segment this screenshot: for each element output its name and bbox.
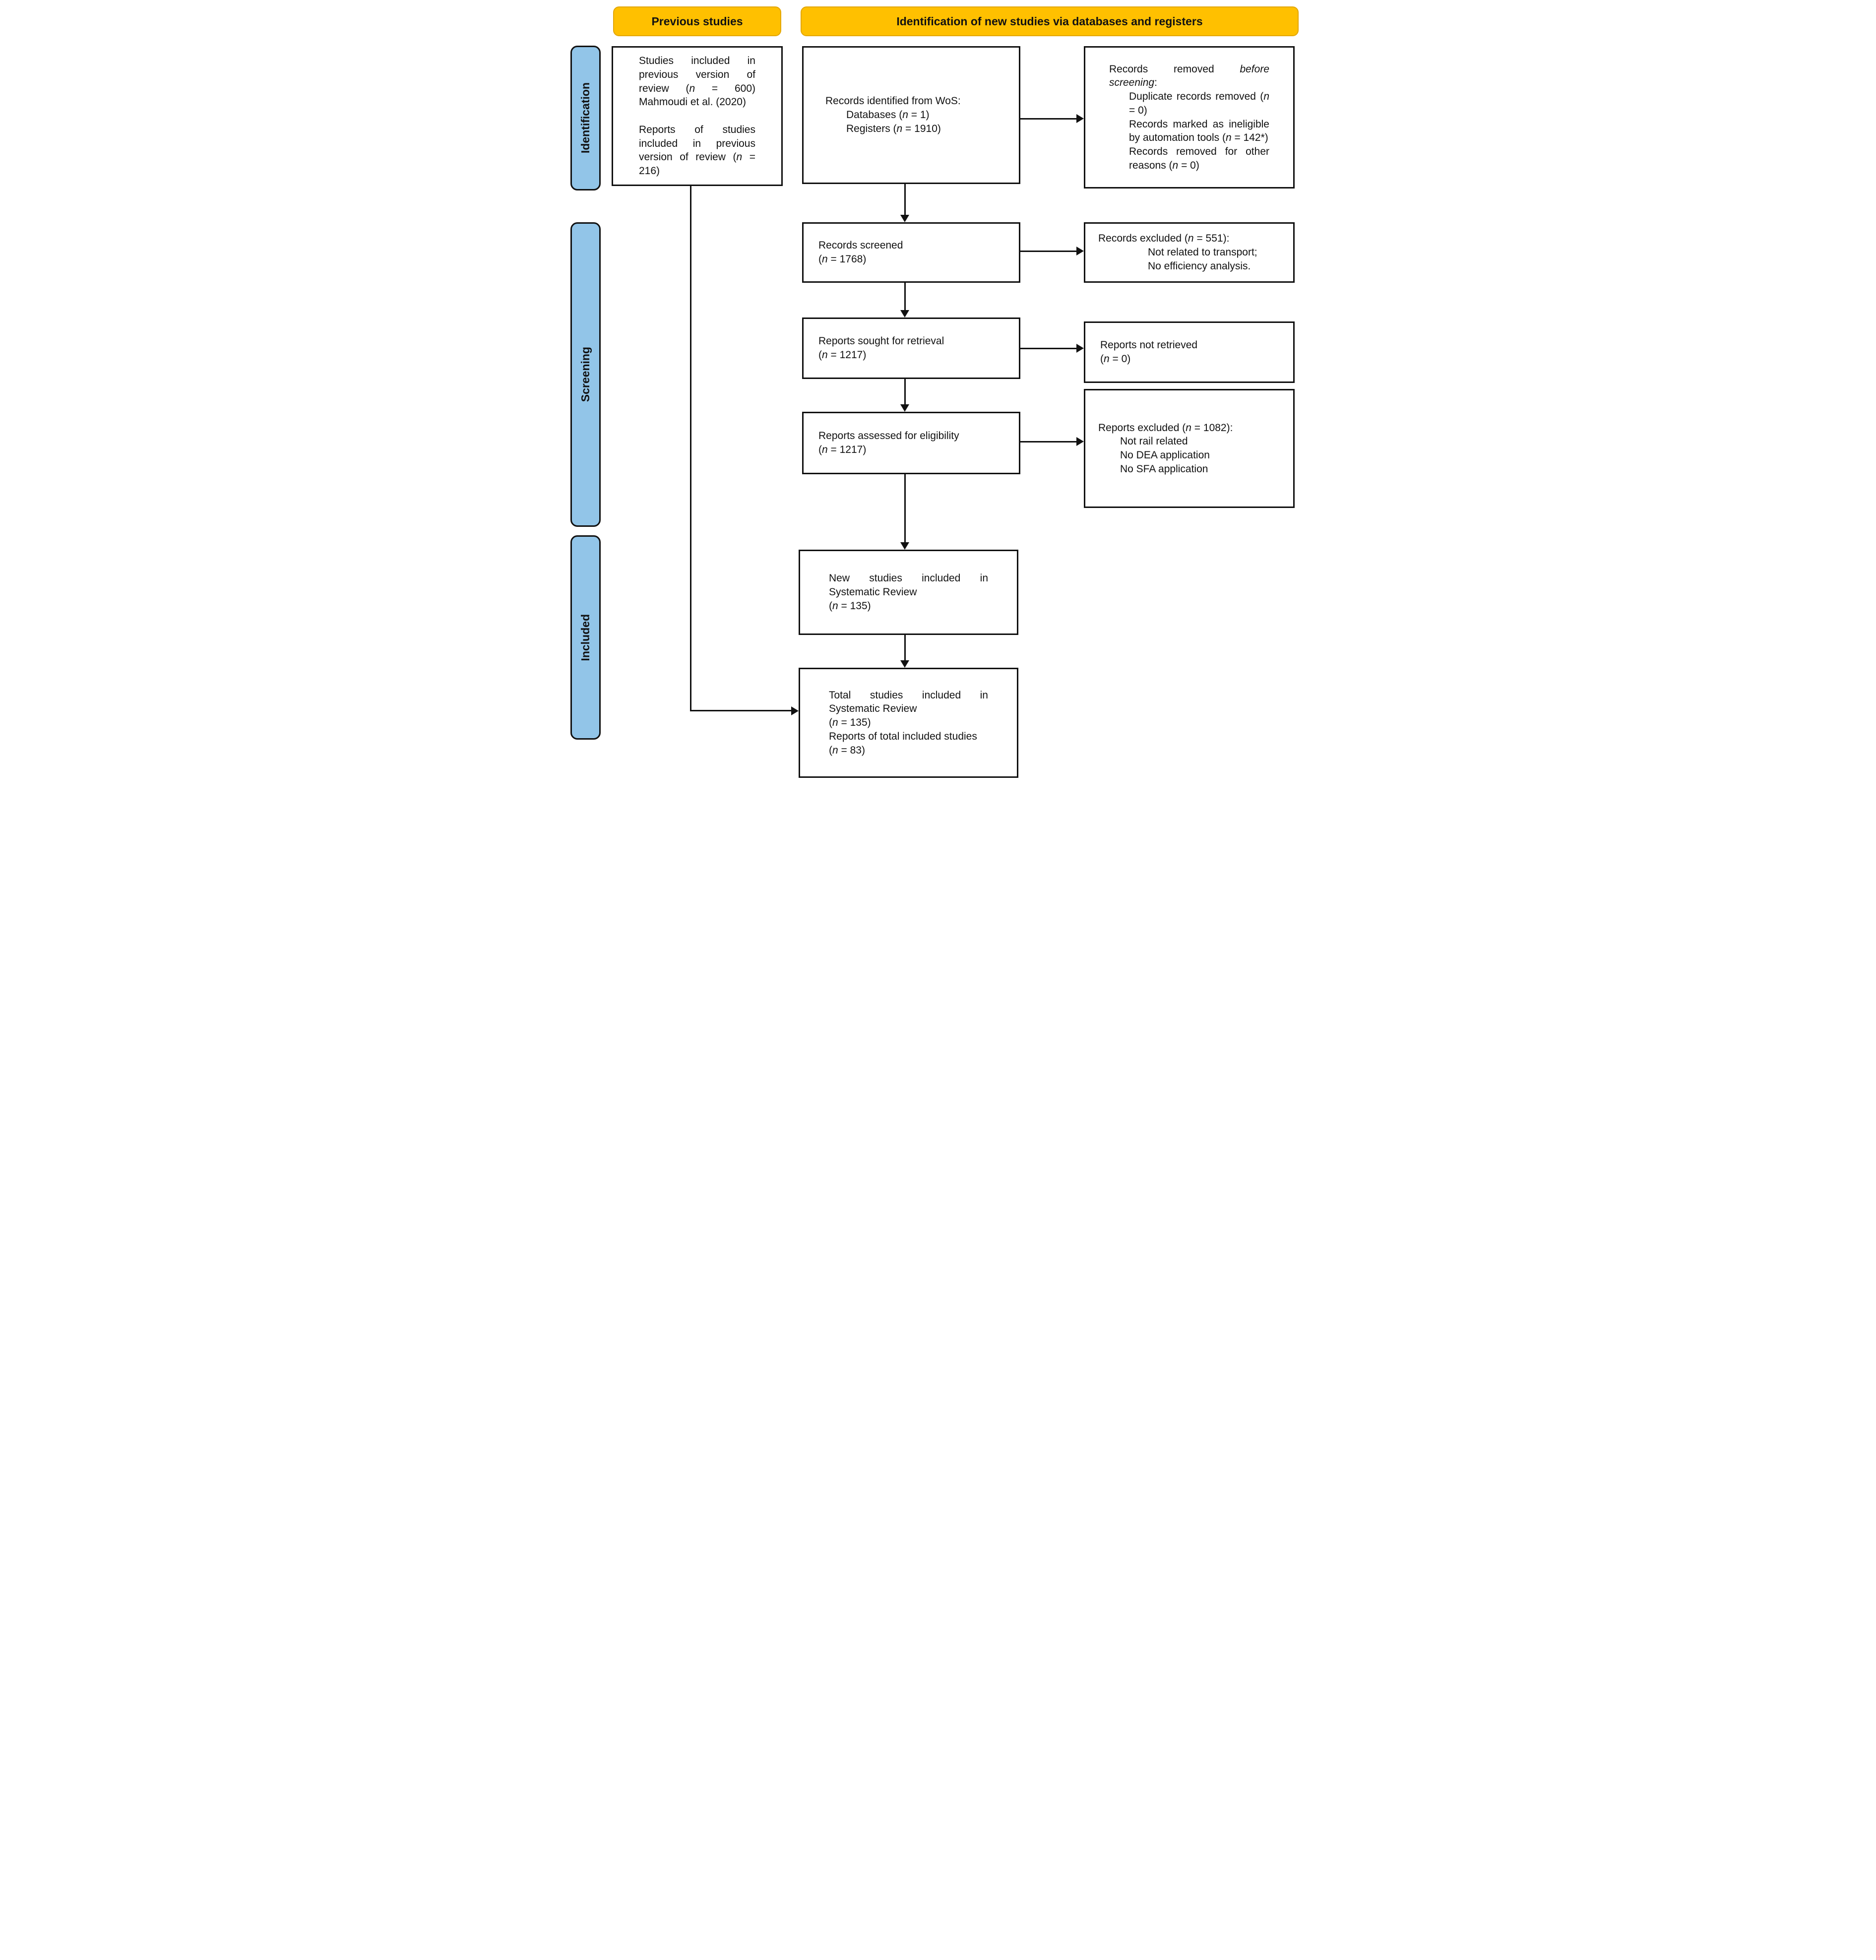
records-identified-databases: Databases (n = 1) (846, 109, 930, 121)
records-identified-registers: Registers (n = 1910) (846, 123, 941, 134)
box-previous-studies-included: Studies included in previous version of … (612, 46, 783, 186)
records-excluded-reason-transport: Not related to transport; (1148, 247, 1257, 258)
box-records-screened: Records screened (n = 1768) (802, 222, 1020, 283)
box-reports-excluded: Reports excluded (n = 1082): Not rail re… (1084, 389, 1295, 508)
arrow-assessed-to-excluded-head (1076, 437, 1084, 446)
stage-label-screening-text: Screening (579, 347, 592, 402)
reports-excluded-reason-dea: No DEA application (1120, 449, 1210, 461)
previous-included-paragraph: Studies included in previous version of … (639, 55, 755, 108)
reports-not-retrieved-line: Reports not retrieved (1100, 339, 1198, 351)
new-included-count: (n = 135) (829, 600, 871, 612)
arrow-assessed-to-new-included-line (904, 474, 906, 542)
box-new-studies-included: New studies included in Systematic Revie… (799, 550, 1018, 635)
total-reports-paragraph: Reports of total included studies (829, 730, 977, 742)
records-screened-count: (n = 1768) (818, 253, 867, 265)
connector-previous-to-total-vertical (690, 186, 691, 711)
box-records-removed: Records removed before screening: Duplic… (1084, 46, 1295, 189)
reports-assessed-count: (n = 1217) (818, 444, 867, 455)
stage-label-included-text: Included (579, 614, 592, 661)
box-reports-sought: Reports sought for retrieval (n = 1217) (802, 317, 1020, 379)
stage-label-included: Included (570, 535, 601, 740)
banner-new-studies-label: Identification of new studies via databa… (896, 14, 1203, 28)
box-records-excluded: Records excluded (n = 551): Not related … (1084, 222, 1295, 283)
arrow-screened-to-sought-line (904, 283, 906, 310)
new-included-paragraph: New studies included in Systematic Revie… (829, 572, 988, 598)
total-included-paragraph: Total studies included in Systematic Rev… (829, 689, 988, 715)
arrow-new-to-total-head (900, 660, 909, 668)
reports-assessed-line: Reports assessed for eligibility (818, 430, 959, 442)
box-records-identified: Records identified from WoS: Databases (… (802, 46, 1020, 184)
arrow-screened-to-excluded-head (1076, 247, 1084, 255)
stage-label-identification: Identification (570, 46, 601, 190)
box-reports-not-retrieved: Reports not retrieved (n = 0) (1084, 321, 1295, 383)
arrow-screened-to-excluded-line (1020, 251, 1076, 252)
reports-sought-line: Reports sought for retrieval (818, 335, 944, 347)
records-identified-title: Records identified from WoS: (825, 95, 961, 107)
arrow-sought-to-assessed-head (900, 404, 909, 412)
records-removed-duplicates: Duplicate records removed (n = 0) (1129, 91, 1269, 116)
records-excluded-title: Records excluded (n = 551): (1098, 233, 1230, 245)
connector-previous-to-total-head (791, 706, 799, 715)
reports-excluded-title: Reports excluded (n = 1082): (1098, 422, 1233, 434)
banner-new-studies: Identification of new studies via databa… (801, 6, 1299, 36)
total-included-count: (n = 135) (829, 717, 871, 729)
box-reports-assessed: Reports assessed for eligibility (n = 12… (802, 412, 1020, 474)
reports-excluded-reason-rail: Not rail related (1120, 436, 1188, 447)
previous-reports-paragraph: Reports of studies included in previous … (639, 124, 755, 177)
connector-previous-to-total-horizontal (690, 710, 791, 711)
banner-previous-studies-label: Previous studies (651, 14, 743, 28)
arrow-sought-to-assessed-line (904, 379, 906, 404)
stage-label-identification-text: Identification (579, 82, 592, 154)
reports-sought-count: (n = 1217) (818, 349, 867, 361)
stage-label-screening: Screening (570, 222, 601, 527)
records-removed-title: Records removed before screening: (1109, 63, 1269, 89)
box-total-studies-included: Total studies included in Systematic Rev… (799, 668, 1018, 778)
records-removed-other: Records removed for other reasons (n = 0… (1129, 145, 1269, 171)
reports-excluded-reason-sfa: No SFA application (1120, 463, 1208, 475)
arrow-sought-to-not-retrieved-line (1020, 348, 1076, 349)
prisma-flow-diagram: Previous studies Identification of new s… (563, 0, 1313, 784)
arrow-sought-to-not-retrieved-head (1076, 344, 1084, 353)
records-removed-automation: Records marked as ineligible by automati… (1129, 118, 1269, 144)
reports-not-retrieved-count: (n = 0) (1100, 353, 1131, 365)
arrow-identified-to-removed-line (1020, 118, 1076, 120)
arrow-identified-to-removed-head (1076, 114, 1084, 123)
arrow-screened-to-sought-head (900, 310, 909, 317)
arrow-identified-to-screened-head (900, 215, 909, 222)
banner-previous-studies: Previous studies (613, 6, 781, 36)
arrow-assessed-to-new-included-head (900, 542, 909, 550)
records-excluded-reason-efficiency: No efficiency analysis. (1148, 260, 1251, 272)
arrow-new-to-total-line (904, 635, 906, 660)
arrow-identified-to-screened-line (904, 184, 906, 215)
records-screened-line: Records screened (818, 240, 903, 252)
arrow-assessed-to-excluded-line (1020, 441, 1076, 443)
total-reports-count: (n = 83) (829, 744, 865, 756)
